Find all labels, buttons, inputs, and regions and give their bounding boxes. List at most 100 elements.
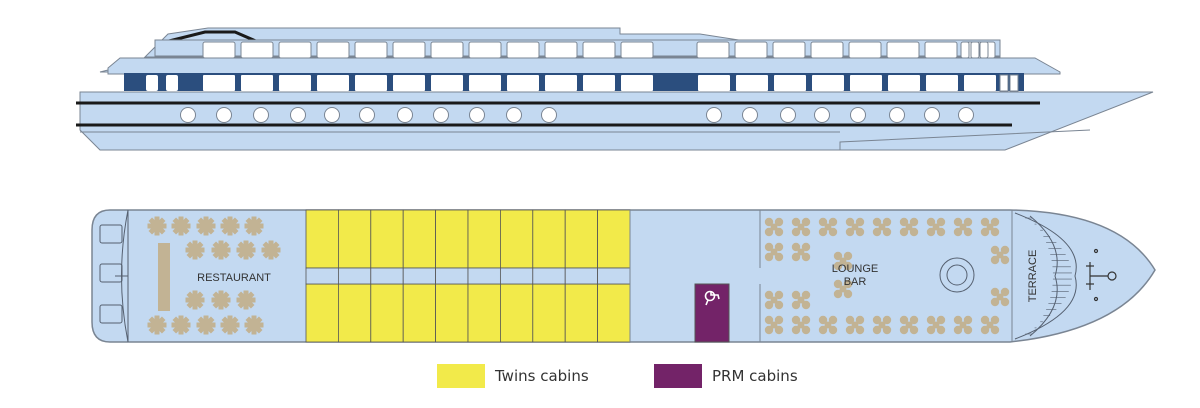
lounge-table (764, 290, 784, 310)
lounge-chair (1000, 297, 1010, 307)
twins-cabin (467, 283, 501, 343)
lounge-table (764, 242, 784, 262)
restaurant-table (261, 240, 281, 260)
restaurant-table (147, 216, 167, 236)
lounge-table-top (986, 321, 994, 329)
lounge-chair (980, 325, 990, 335)
lounge-chair (791, 315, 801, 325)
ship-side-view (76, 27, 1154, 151)
lounge-chair (791, 252, 801, 262)
table-top (239, 293, 253, 307)
table-top (214, 293, 228, 307)
restaurant-table (196, 315, 216, 335)
lounge-chair (764, 315, 774, 325)
lounge-chair (926, 217, 936, 227)
twins-cabin (597, 283, 631, 343)
prm-legend-label: PRM cabins (712, 367, 798, 385)
lounge-chair (801, 242, 811, 252)
porthole (958, 107, 974, 123)
lounge-table-top (959, 321, 967, 329)
restaurant-table (236, 290, 256, 310)
lounge-chair (882, 217, 892, 227)
lounge-chair (963, 217, 973, 227)
middle-window (736, 75, 768, 91)
lounge-chair (899, 325, 909, 335)
lounge-chair (818, 217, 828, 227)
middle-window (241, 75, 273, 91)
restaurant-table (211, 290, 231, 310)
lounge-table-top (878, 321, 886, 329)
lounge-table (818, 217, 838, 237)
middle-window (469, 75, 501, 91)
lounge-table-top (905, 321, 913, 329)
upper-window-small (979, 41, 989, 59)
restaurant-table (244, 216, 264, 236)
lounge-chair (899, 217, 909, 227)
restaurant-table (171, 315, 191, 335)
lounge-table (872, 217, 892, 237)
lounge-table-top (851, 321, 859, 329)
porthole (541, 107, 557, 123)
lounge-chair (801, 252, 811, 262)
lounge-chair (828, 315, 838, 325)
twins-swatch (437, 364, 485, 388)
lounge-chair (882, 325, 892, 335)
upper-window (316, 41, 350, 59)
lounge-chair (963, 325, 973, 335)
table-top (247, 219, 261, 233)
chair (147, 223, 153, 229)
lounge-table (791, 290, 811, 310)
upper-window (848, 41, 882, 59)
lounge-table (899, 217, 919, 237)
twins-cabin (564, 209, 599, 269)
lounge-chair (855, 217, 865, 227)
dance-floor (939, 257, 975, 293)
lounge-chair (828, 227, 838, 237)
lounge-table-top (770, 248, 778, 256)
restaurant-table (211, 240, 231, 260)
chair (210, 322, 216, 328)
chair (199, 297, 205, 303)
lounge-chair (963, 315, 973, 325)
middle-window (393, 75, 425, 91)
lounge-chair (990, 297, 1000, 307)
chair (234, 223, 240, 229)
lounge-table (926, 217, 946, 237)
chair (185, 322, 191, 328)
table-top (174, 318, 188, 332)
lounge-chair (926, 227, 936, 237)
terrace-bench-slats (1025, 217, 1072, 335)
lounge-chair (774, 300, 784, 310)
lounge-chair (1000, 255, 1010, 265)
lounge-chair (980, 217, 990, 227)
lounge-table-top (770, 321, 778, 329)
middle-window (850, 75, 882, 91)
middle-window (926, 75, 958, 91)
lounge-table-top (770, 296, 778, 304)
lounge-chair (774, 242, 784, 252)
upper-window-small (970, 41, 980, 59)
terrace-label: TERRACE (1027, 250, 1039, 303)
chair (185, 247, 191, 253)
lounge-chair (774, 290, 784, 300)
lounge-chair (818, 325, 828, 335)
middle-window (203, 75, 235, 91)
lounge-chair (764, 227, 774, 237)
lounge-chair (845, 315, 855, 325)
lounge-chair (953, 227, 963, 237)
restaurant-table (236, 240, 256, 260)
stern-locker (99, 224, 123, 244)
twins-cabin (467, 209, 501, 269)
lounge-table-top (932, 223, 940, 231)
lounge-chair (764, 252, 774, 262)
porthole (433, 107, 449, 123)
deck-plan: RESTAURANT LOUNGE BAR TERRACE (91, 209, 1156, 343)
twins-cabin (532, 283, 566, 343)
wheelchair-icon (704, 290, 720, 306)
lounge-chair (980, 227, 990, 237)
porthole (397, 107, 413, 123)
middle-window (621, 75, 653, 91)
table-top (264, 243, 278, 257)
twins-cabin (532, 209, 566, 269)
table-top (239, 243, 253, 257)
